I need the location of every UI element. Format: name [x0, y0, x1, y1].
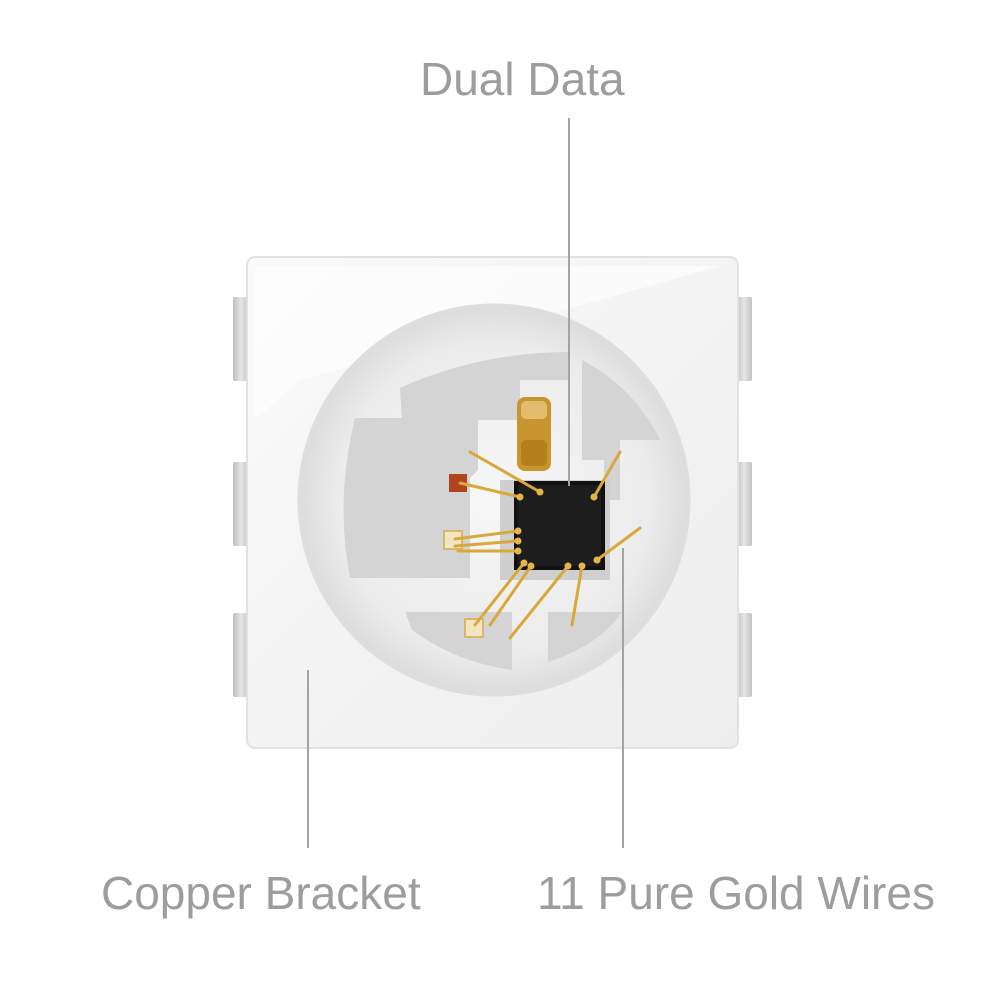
label-dual-data: Dual Data [420, 53, 625, 105]
pin-right-3 [736, 613, 752, 697]
leader-lines [307, 118, 624, 848]
label-gold-wires: 11 Pure Gold Wires [537, 867, 935, 919]
capacitor-icon [517, 397, 551, 471]
wire-bond-points [514, 488, 601, 570]
blue-die [464, 618, 484, 638]
pin-right-2 [736, 462, 752, 546]
copper-pad-left [343, 418, 478, 578]
gold-wires [453, 450, 642, 640]
pin-right-1 [736, 297, 752, 381]
pin-left-1 [233, 297, 249, 381]
package-highlight [255, 266, 720, 420]
copper-pad-top [400, 352, 570, 420]
red-die [449, 474, 467, 492]
copper-pad-bottom-right [548, 612, 622, 662]
copper-pad-top-right [582, 360, 660, 500]
package-pins [233, 297, 752, 697]
copper-pad-bottom-left [405, 612, 512, 670]
pin-left-2 [233, 462, 249, 546]
ic-chip-icon [514, 481, 605, 570]
pin-left-3 [233, 613, 249, 697]
label-copper-bracket: Copper Bracket [101, 867, 421, 919]
